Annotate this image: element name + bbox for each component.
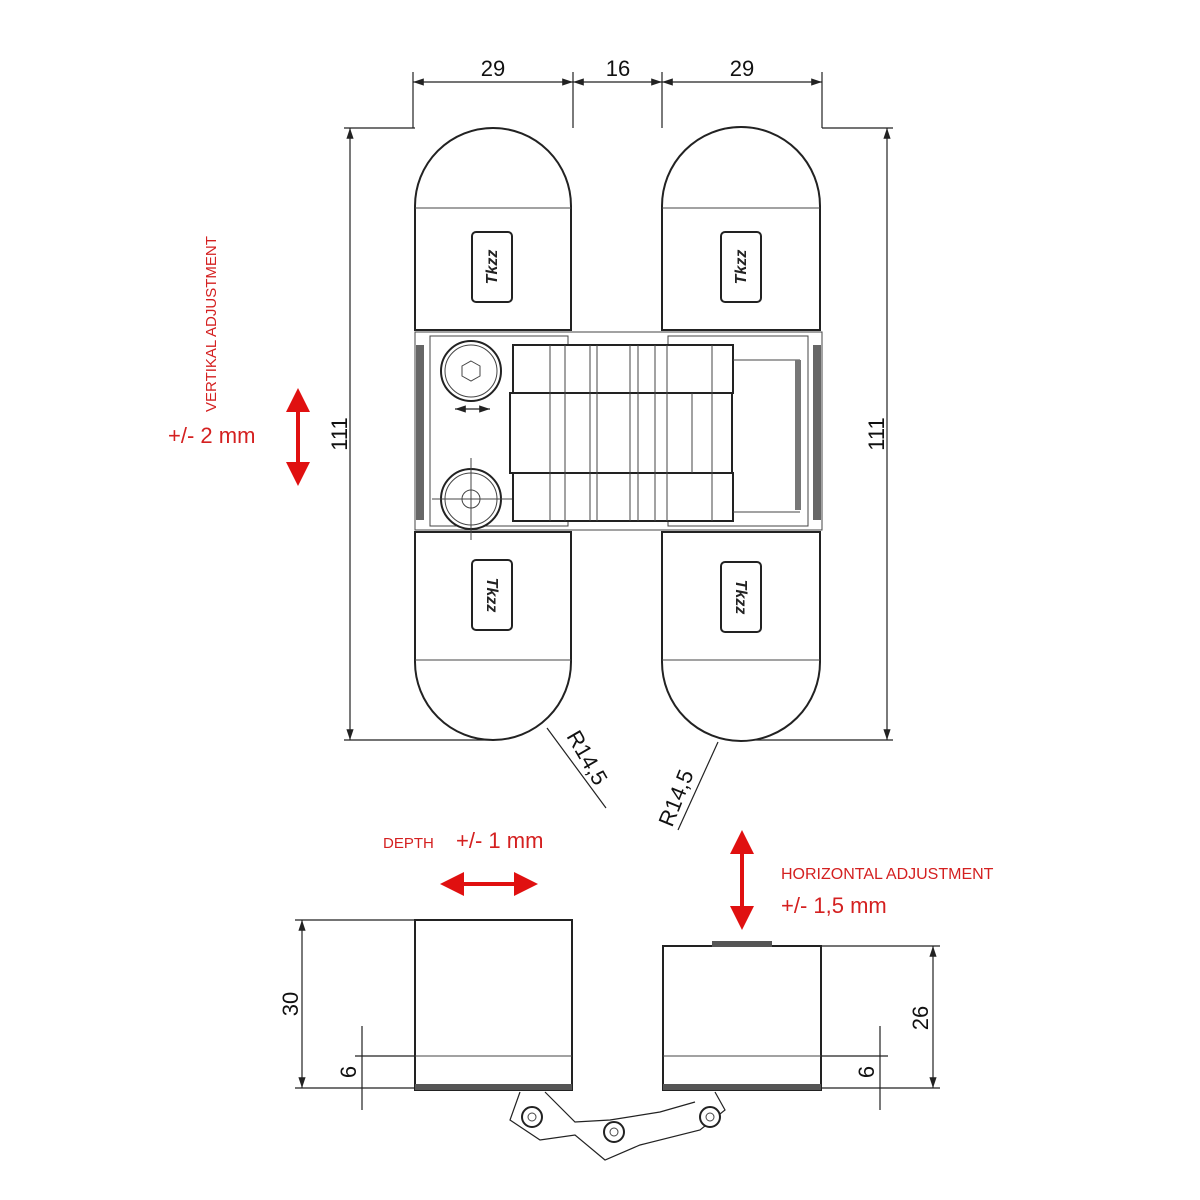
depth-adjustment: DEPTH +/- 1 mm bbox=[383, 828, 543, 896]
dim-side-height-left: 30 bbox=[278, 992, 303, 1016]
dim-height-right: 111 bbox=[864, 417, 889, 450]
dim-gap: 16 bbox=[606, 56, 630, 81]
logo-icon: Tkzz bbox=[471, 231, 513, 303]
svg-text:Tkzz: Tkzz bbox=[483, 578, 500, 613]
logo-icon: Tkzz bbox=[471, 559, 513, 631]
dim-width-left: 29 bbox=[481, 56, 505, 81]
hinge-mechanism bbox=[414, 331, 823, 540]
dim-width-right: 29 bbox=[730, 56, 754, 81]
logo-icon: Tkzz bbox=[720, 561, 762, 633]
svg-text:Tkzz: Tkzz bbox=[484, 250, 501, 285]
dim-height-left: 111 bbox=[327, 417, 352, 450]
hinge-right-body bbox=[661, 126, 821, 742]
logo-badges: Tkzz Tkzz Tkzz Tkzz bbox=[471, 231, 762, 633]
radius-callouts: R14,5 R14,5 bbox=[546, 726, 719, 831]
dim-radius-right: R14,5 bbox=[653, 766, 698, 830]
side-view: 30 6 26 6 bbox=[278, 919, 940, 1161]
svg-text:Tkzz: Tkzz bbox=[732, 580, 749, 615]
hinge-left-body bbox=[414, 127, 572, 741]
dim-side-offset-right: 6 bbox=[854, 1066, 879, 1078]
horizontal-adjustment-title: HORIZONTAL ADJUSTMENT bbox=[781, 866, 994, 883]
vertical-adjustment: VERTIKAL ADJUSTMENT +/- 2 mm bbox=[168, 236, 310, 486]
vertical-adjustment-title: VERTIKAL ADJUSTMENT bbox=[203, 236, 220, 412]
vertical-adjustment-value: +/- 2 mm bbox=[168, 423, 255, 448]
svg-text:Tkzz: Tkzz bbox=[733, 250, 750, 285]
dim-side-offset-left: 6 bbox=[336, 1066, 361, 1078]
depth-value: +/- 1 mm bbox=[456, 828, 543, 853]
depth-title: DEPTH bbox=[383, 835, 434, 852]
horizontal-adjustment-value: +/- 1,5 mm bbox=[781, 893, 887, 918]
horizontal-adjustment: HORIZONTAL ADJUSTMENT +/- 1,5 mm bbox=[730, 830, 994, 930]
height-dimensions: 111 111 bbox=[327, 127, 893, 741]
dim-side-height-right: 26 bbox=[908, 1006, 933, 1030]
logo-icon: Tkzz bbox=[720, 231, 762, 303]
top-dimensions: 29 16 29 bbox=[412, 56, 823, 128]
